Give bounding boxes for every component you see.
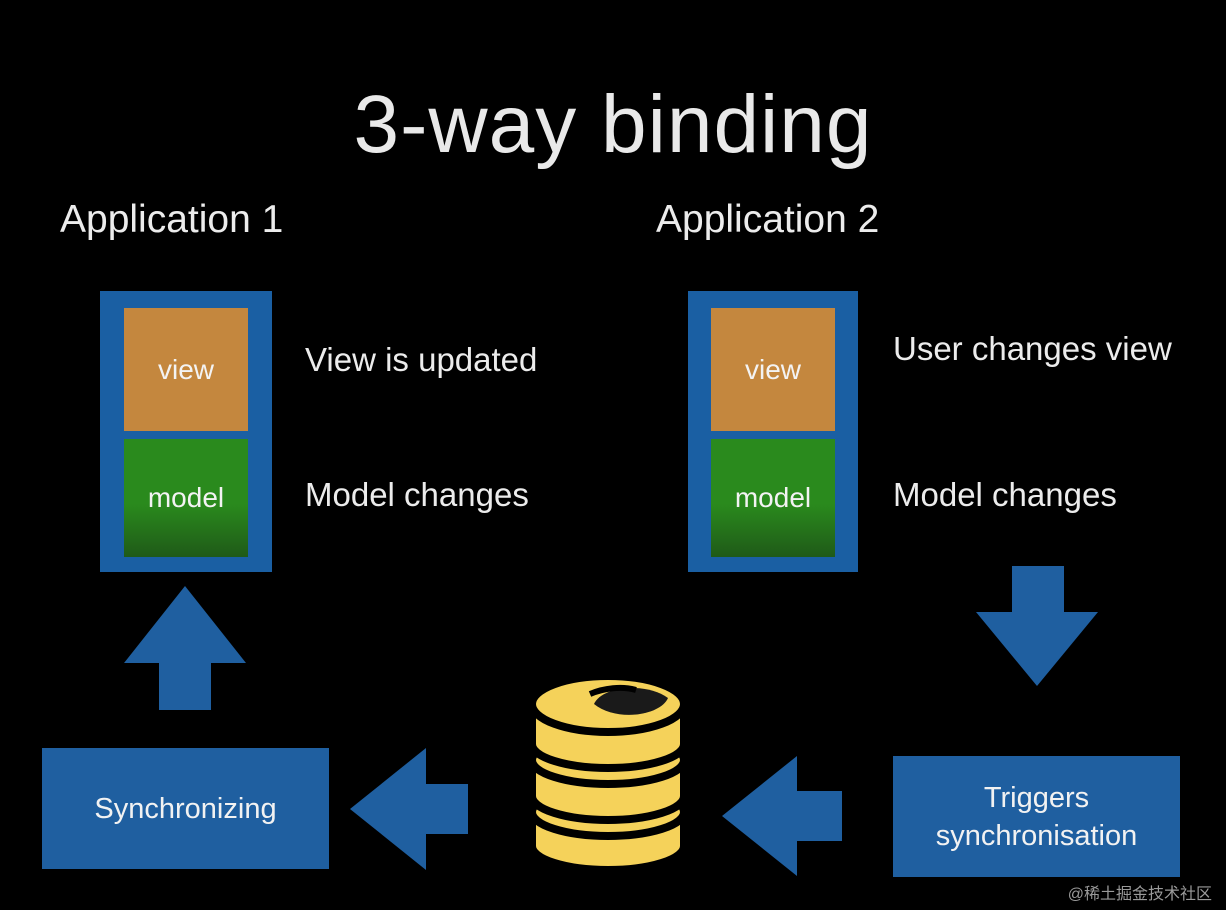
app1-heading: Application 1 xyxy=(60,198,284,241)
app1-model-box: model xyxy=(124,439,248,557)
app2-frame: view model xyxy=(688,291,858,572)
app1-model-note: Model changes xyxy=(305,476,529,513)
arrow-left-icon xyxy=(722,756,842,876)
app2-view-note: User changes view xyxy=(893,330,1172,367)
triggers-label-line1: Triggers xyxy=(983,781,1090,814)
app2-model-box: model xyxy=(711,439,835,557)
app2-heading: Application 2 xyxy=(656,198,880,241)
watermark: @稀土掘金技术社区 xyxy=(1067,886,1212,903)
app1-frame: view model xyxy=(100,291,272,572)
arrow-up-icon xyxy=(124,586,246,710)
app1-view-box: view xyxy=(124,308,248,431)
arrow-left-icon xyxy=(350,748,468,870)
database-icon xyxy=(528,672,688,874)
diagram-title: 3-way binding xyxy=(353,79,873,170)
arrow-down-icon xyxy=(976,566,1098,686)
app2-model-note: Model changes xyxy=(893,476,1117,513)
synchronizing-label: Synchronizing xyxy=(94,792,277,825)
synchronizing-box: Synchronizing xyxy=(42,748,329,869)
app2-view-box: view xyxy=(711,308,835,431)
app1-view-note: View is updated xyxy=(305,341,538,378)
triggers-label-line2: synchronisation xyxy=(935,819,1138,852)
triggers-synchronisation-box: Triggers synchronisation xyxy=(893,756,1180,877)
